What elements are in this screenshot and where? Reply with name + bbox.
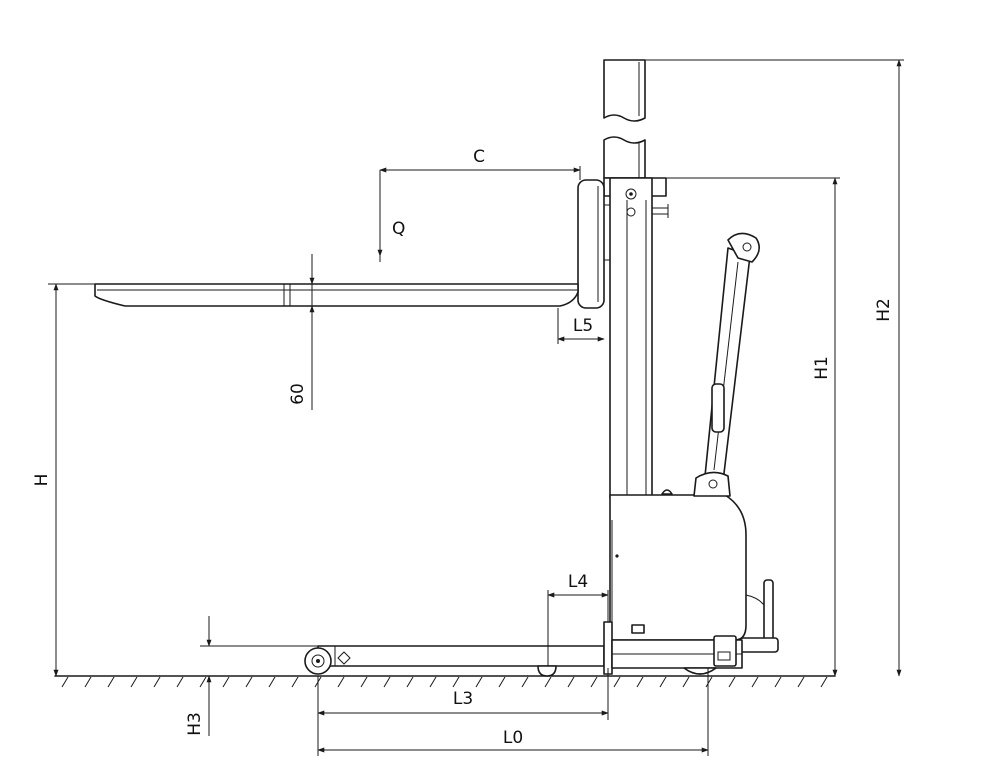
- ground-hatch: [130, 676, 138, 688]
- ground-hatch: [636, 676, 644, 688]
- label-l4: L4: [568, 572, 588, 592]
- dimension-labels: C Q L5 60 H H1 H2 L4 H3 L3 L0: [32, 147, 894, 748]
- label-l5: L5: [573, 316, 593, 336]
- base-leg: [317, 621, 743, 675]
- stacker: [94, 59, 779, 677]
- ground-hatch: [705, 676, 713, 688]
- ground-hatch: [61, 676, 69, 688]
- ground-hatch: [360, 676, 368, 688]
- ground-hatch: [383, 676, 391, 688]
- ground-hatch: [682, 676, 690, 688]
- label-h1: H1: [812, 356, 832, 380]
- dimension-lines: [48, 59, 904, 756]
- fork: [94, 283, 579, 307]
- label-h2: H2: [874, 298, 894, 322]
- ground-hatch: [475, 676, 483, 688]
- ground-hatch: [291, 676, 299, 688]
- ground-hatch: [613, 676, 621, 688]
- label-l0: L0: [503, 728, 523, 748]
- mast: [603, 177, 669, 499]
- mast-top-section: [603, 59, 646, 179]
- ground-hatch: [107, 676, 115, 688]
- ground-hatch: [199, 676, 207, 688]
- ground-hatch: [797, 676, 805, 688]
- ground-hatch: [498, 676, 506, 688]
- label-q: Q: [392, 219, 405, 239]
- ground-hatch: [751, 676, 759, 688]
- ground-hatch: [567, 676, 575, 688]
- fork-carriage: [577, 179, 610, 309]
- ground-hatch: [774, 676, 782, 688]
- ground-hatch: [222, 676, 230, 688]
- ground-hatch: [659, 676, 667, 688]
- chassis: [609, 489, 779, 653]
- ground-hatch: [429, 676, 437, 688]
- label-l3: L3: [453, 689, 473, 709]
- tiller-handle: [693, 232, 760, 497]
- label-h: H: [32, 474, 52, 487]
- ground-hatch: [406, 676, 414, 688]
- ground-hatch: [245, 676, 253, 688]
- ground-hatch: [84, 676, 92, 688]
- ground-hatch: [337, 676, 345, 688]
- ground-hatch: [452, 676, 460, 688]
- ground-hatch: [268, 676, 276, 688]
- ground-hatch: [153, 676, 161, 688]
- ground-hatch: [176, 676, 184, 688]
- ground-hatch: [590, 676, 598, 688]
- label-c: C: [473, 147, 485, 167]
- label-h3: H3: [185, 712, 205, 736]
- ground-hatch: [728, 676, 736, 688]
- ground-hatch: [820, 676, 828, 688]
- ground: [54, 675, 836, 688]
- ground-hatch: [544, 676, 552, 688]
- ground-hatch: [521, 676, 529, 688]
- label-60: 60: [288, 383, 308, 405]
